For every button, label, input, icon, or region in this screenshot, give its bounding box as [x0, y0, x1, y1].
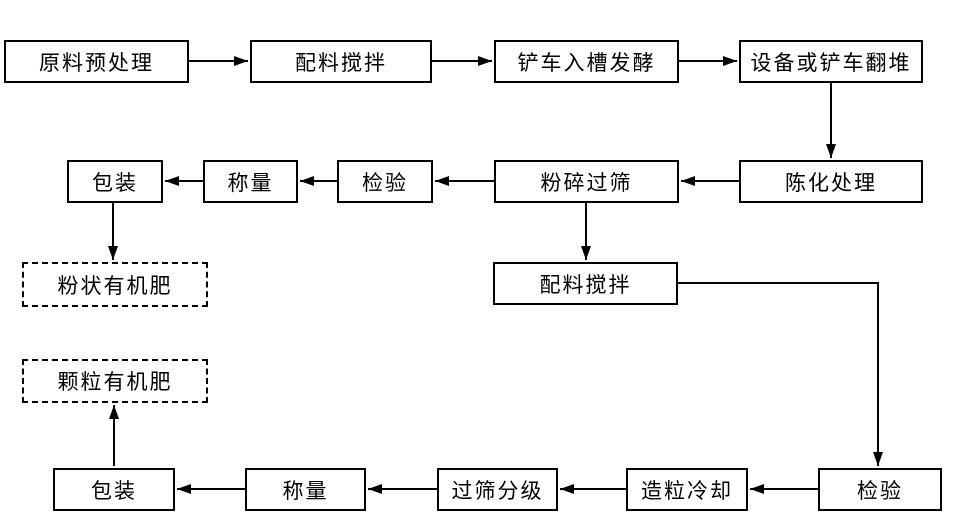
node-granular-organic-fertilizer: 颗粒有机肥 — [22, 359, 208, 403]
node-sieving-grading: 过筛分级 — [437, 468, 558, 511]
node-weighing-2: 称量 — [245, 468, 366, 511]
node-raw-material-pretreatment: 原料预处理 — [4, 40, 189, 83]
node-ingredient-mixing-1: 配料搅拌 — [250, 40, 432, 83]
node-packing-2: 包装 — [53, 468, 175, 511]
node-inspection-2: 检验 — [818, 468, 942, 511]
node-crushing-sieving: 粉碎过筛 — [494, 160, 679, 203]
node-inspection-1: 检验 — [337, 160, 433, 203]
node-powder-organic-fertilizer: 粉状有机肥 — [22, 262, 208, 307]
node-aging-treatment: 陈化处理 — [739, 160, 923, 203]
node-granulation-cooling: 造粒冷却 — [626, 468, 748, 511]
node-packing-1: 包装 — [67, 160, 163, 203]
node-equipment-or-loader-turning: 设备或铲车翻堆 — [739, 40, 923, 83]
node-ingredient-mixing-2: 配料搅拌 — [493, 262, 678, 305]
arrow-mixing2-to-inspection2 — [678, 282, 883, 466]
node-loader-trough-fermentation: 铲车入槽发酵 — [494, 40, 679, 83]
node-weighing-1: 称量 — [203, 160, 298, 203]
